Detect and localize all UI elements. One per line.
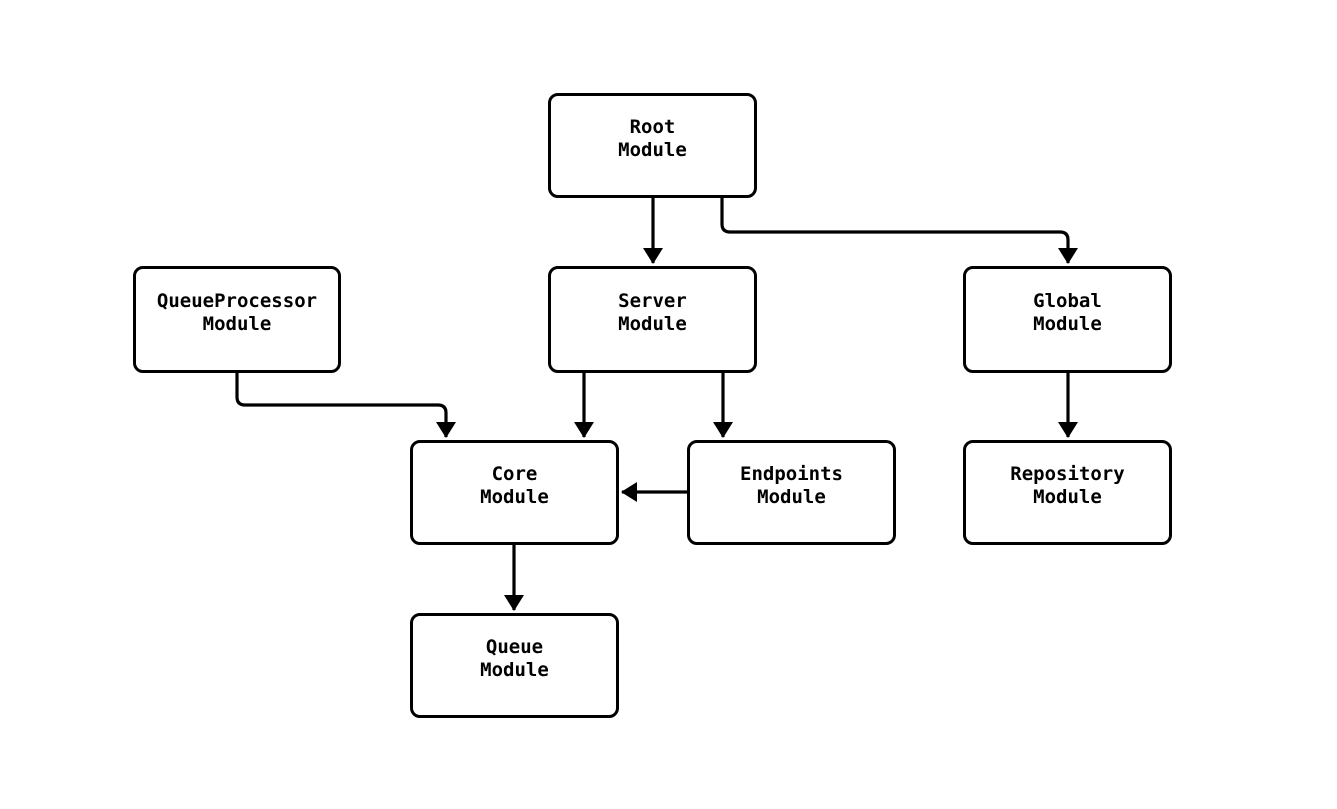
node-global-module: Global Module	[963, 266, 1172, 373]
node-queue-module: Queue Module	[410, 613, 619, 718]
node-label-line1: Core	[491, 462, 538, 485]
edge-root-to-global	[720, 198, 1078, 264]
node-label-line2: Module	[1033, 312, 1102, 335]
node-label-line2: Module	[618, 138, 687, 161]
node-label-line2: Module	[480, 658, 549, 681]
node-core-module: Core Module	[410, 440, 619, 545]
node-repository-module: Repository Module	[963, 440, 1172, 545]
node-label-line1: QueueProcessor	[156, 289, 318, 312]
node-label-line2: Module	[618, 312, 687, 335]
node-label-line1: Endpoints	[740, 462, 843, 485]
edge-queueprocessor-to-core	[235, 373, 456, 438]
node-label-line2: Module	[480, 485, 549, 508]
node-queueprocessor-module: QueueProcessor Module	[133, 266, 341, 373]
node-label-line1: Queue	[485, 635, 544, 658]
node-label-line1: Server	[618, 289, 687, 312]
node-label-line2: Module	[757, 485, 826, 508]
node-root-module: Root Module	[548, 93, 757, 198]
node-label-line2: Module	[1033, 485, 1102, 508]
node-label-line1: Repository	[1010, 462, 1125, 485]
node-server-module: Server Module	[548, 266, 757, 373]
node-label-line1: Global	[1033, 289, 1102, 312]
node-label-line2: Module	[202, 312, 272, 335]
node-endpoints-module: Endpoints Module	[687, 440, 896, 545]
node-label-line1: Root	[629, 115, 676, 138]
